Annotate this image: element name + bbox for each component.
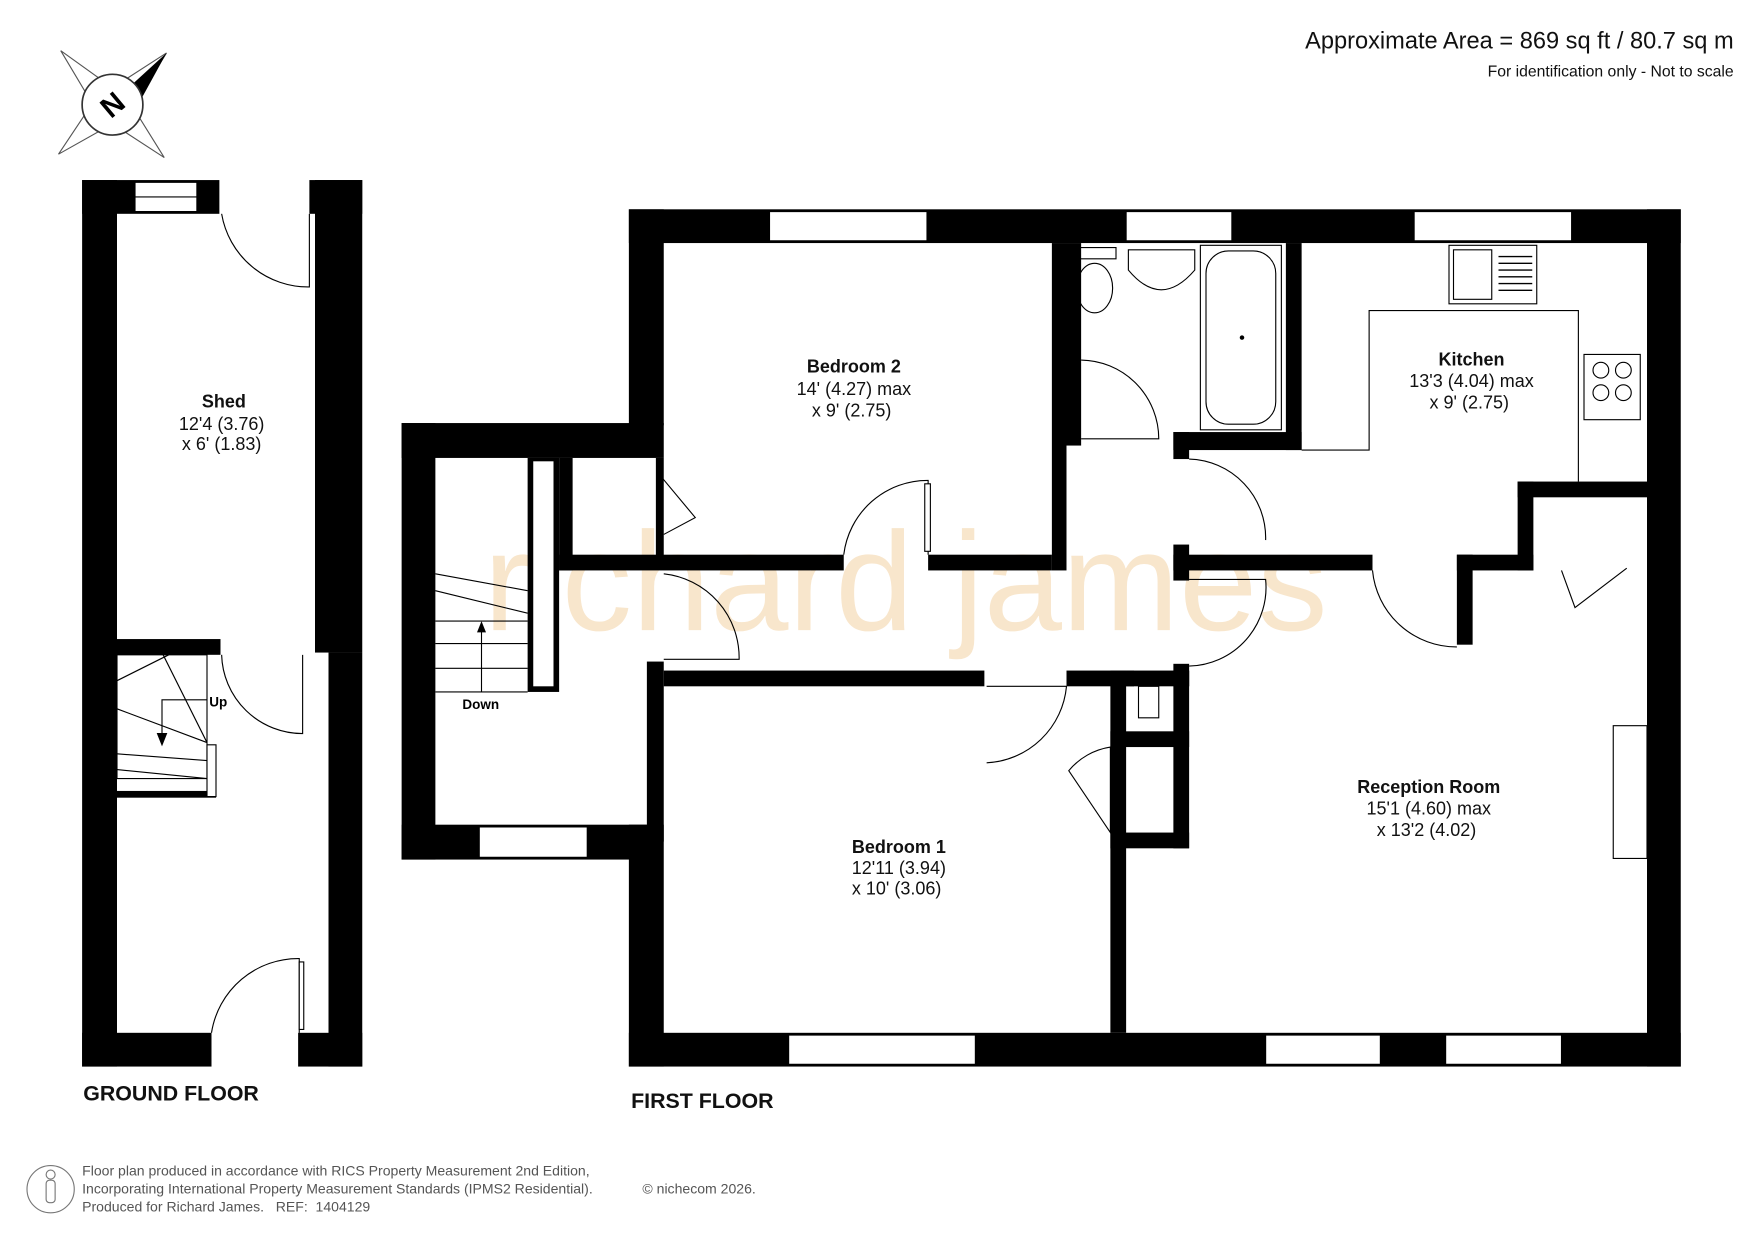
ground-floor-plan: Up Shed 12'4 (3.76) x 6' (1.83) GROUND F…	[82, 180, 363, 1105]
footer-line-2: Incorporating International Property Mea…	[82, 1181, 593, 1197]
hob-icon	[1583, 353, 1641, 421]
footer-line-1: Floor plan produced in accordance with R…	[82, 1163, 590, 1179]
room-name-kitchen: Kitchen	[1438, 350, 1504, 370]
footer: Floor plan produced in accordance with R…	[26, 1163, 756, 1215]
stairs-up-label: Up	[209, 695, 227, 710]
room-name-bedroom-1: Bedroom 1	[852, 837, 946, 857]
room-dim2-bedroom-2: x 9' (2.75)	[812, 400, 891, 420]
first-floor-plan: Down	[401, 209, 1681, 1113]
room-dim2-bedroom-1: x 10' (3.06)	[852, 878, 941, 898]
first-floor-label: FIRST FLOOR	[631, 1089, 773, 1113]
room-dim1-kitchen: 13'3 (4.04) max	[1409, 371, 1533, 391]
stairs-down-label: Down	[462, 697, 499, 712]
room-name-reception-room: Reception Room	[1357, 777, 1500, 797]
room-name-shed: Shed	[202, 391, 246, 411]
footer-copyright: © nichecom 2026.	[642, 1181, 755, 1197]
ground-floor-label: GROUND FLOOR	[83, 1081, 259, 1105]
room-dim2-shed: x 6' (1.83)	[182, 434, 261, 454]
room-dim1-shed: 12'4 (3.76)	[179, 414, 265, 434]
room-dim1-bedroom-2: 14' (4.27) max	[797, 379, 911, 399]
approximate-area: Approximate Area = 869 sq ft / 80.7 sq m	[1305, 28, 1734, 54]
room-dim2-reception-room: x 13'2 (4.02)	[1377, 820, 1477, 840]
compass-icon: N	[58, 50, 167, 159]
room-dim1-reception-room: 15'1 (4.60) max	[1367, 799, 1491, 819]
room-dim2-kitchen: x 9' (2.75)	[1430, 392, 1509, 412]
watermark: richard james	[484, 503, 1328, 660]
person-icon	[26, 1165, 75, 1214]
room-dim1-bedroom-1: 12'11 (3.94)	[852, 858, 946, 878]
room-name-bedroom-2: Bedroom 2	[807, 356, 901, 376]
footer-line-3: Produced for Richard James. REF: 1404129	[82, 1199, 370, 1215]
scale-note: For identification only - Not to scale	[1488, 64, 1734, 81]
